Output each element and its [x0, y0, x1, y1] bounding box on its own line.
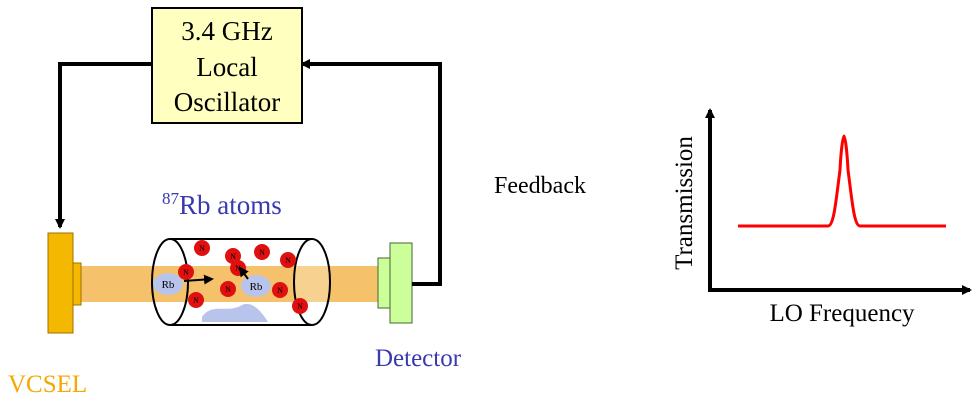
vcsel-label: VCSEL — [8, 371, 87, 396]
y-axis-label: Transmission — [671, 136, 698, 270]
feedback-wire — [300, 59, 442, 286]
n-atom: N — [188, 292, 204, 308]
detector — [377, 242, 413, 324]
feedback-label: Feedback — [494, 173, 586, 199]
svg-text:N: N — [193, 296, 199, 305]
n-atom: N — [254, 244, 270, 260]
transmission-graph: Transmission LO Frequency — [671, 108, 972, 327]
svg-text:Rb: Rb — [162, 279, 175, 291]
n-atom: N — [225, 248, 241, 264]
vcsel-laser — [47, 232, 82, 334]
n-atom: N — [178, 264, 194, 280]
rb-atom: Rb — [241, 275, 271, 297]
n-atom: N — [220, 281, 236, 297]
rb-atom: Rb — [153, 273, 183, 295]
oscillator-line2: Local — [196, 52, 257, 82]
x-axis-label: LO Frequency — [769, 300, 915, 327]
rb-atoms-text: Rb atoms — [179, 190, 282, 220]
svg-text:N: N — [259, 248, 265, 257]
svg-text:N: N — [230, 252, 236, 261]
atom-motion-arrow — [238, 266, 249, 280]
transmission-curve — [738, 134, 946, 228]
n-atom: N — [194, 240, 210, 256]
oscillator-line1: 3.4 GHz — [181, 16, 272, 46]
oscillator-to-vcsel-wire — [55, 62, 152, 229]
rb-deposit — [202, 303, 268, 322]
svg-text:N: N — [225, 285, 231, 294]
rb-atoms-label: 87Rb atoms — [162, 189, 282, 220]
n-atom: N — [280, 252, 296, 268]
n-atom: N — [272, 282, 288, 298]
svg-text:N: N — [183, 268, 189, 277]
svg-text:N: N — [235, 264, 241, 273]
svg-text:Rb: Rb — [250, 281, 263, 293]
svg-text:N: N — [297, 302, 303, 311]
svg-text:N: N — [285, 256, 291, 265]
svg-text:N: N — [199, 244, 205, 253]
svg-text:N: N — [277, 286, 283, 295]
atom-motion-arrow — [183, 274, 214, 285]
detector-label: Detector — [375, 345, 462, 372]
oscillator-line3: Oscillator — [174, 87, 280, 117]
rb-isotope-superscript: 87 — [162, 189, 180, 208]
local-oscillator: 3.4 GHz Local Oscillator — [151, 7, 303, 124]
n-atom: N — [292, 298, 308, 314]
